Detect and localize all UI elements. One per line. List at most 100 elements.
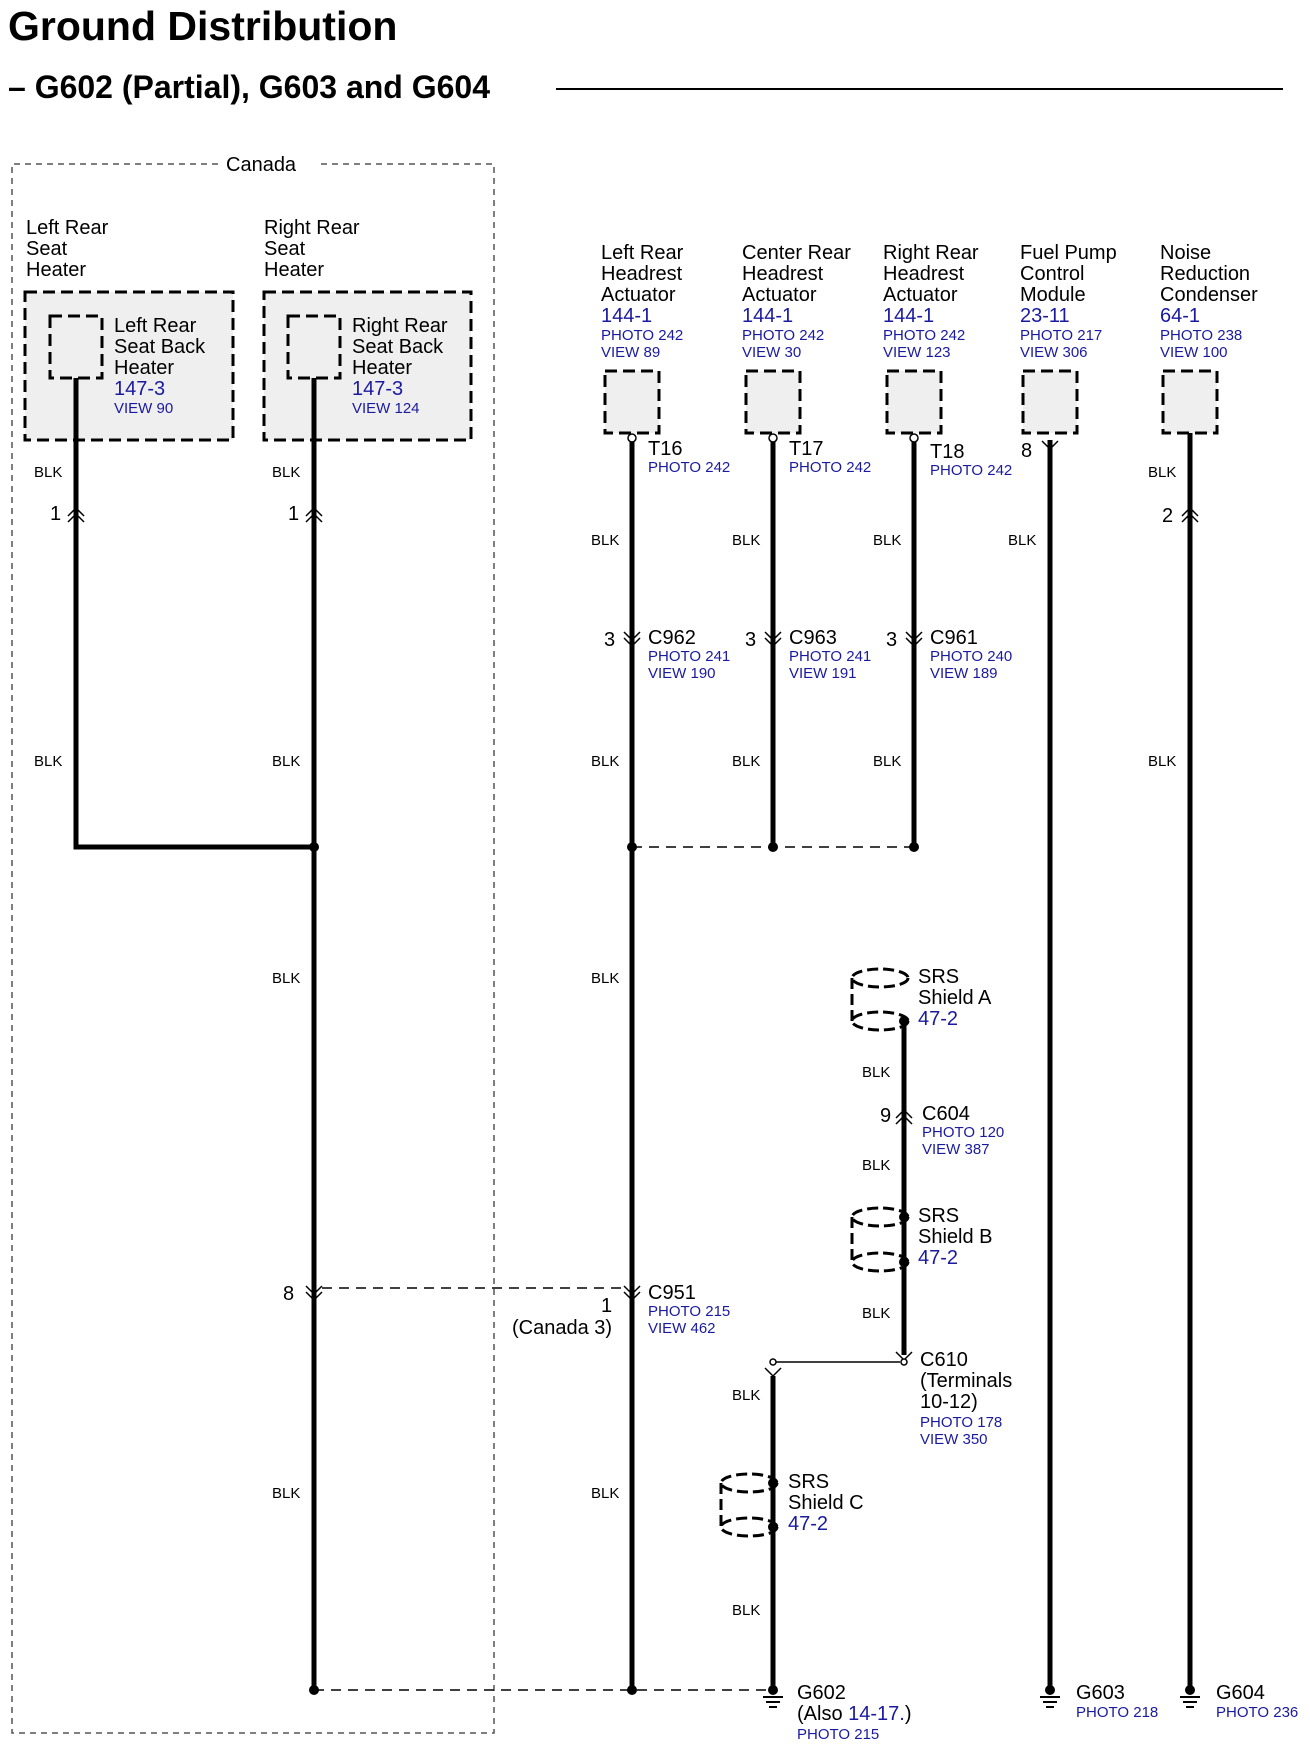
- photo-ref: PHOTO 241: [789, 648, 871, 665]
- wire-color-label: BLK: [272, 753, 300, 770]
- component-label-line: Reduction: [1160, 263, 1250, 285]
- view-ref: VIEW 462: [648, 1320, 716, 1337]
- terminal-circle: [909, 433, 919, 443]
- noise-reduction-condenser: Noise Reduction Condenser 64-1 PHOTO 238…: [1160, 242, 1258, 435]
- pin-number: 2: [1162, 505, 1173, 527]
- page-ref-link[interactable]: 147-3: [114, 378, 165, 400]
- terminal-circle: [627, 433, 637, 443]
- splice-dot: [627, 842, 637, 852]
- left-rear-seat-heater: Left Rear Seat Heater Left Rear Seat Bac…: [23, 217, 235, 442]
- ground-name: G604: [1216, 1682, 1265, 1704]
- connector-symbol: [905, 631, 923, 648]
- terminal-label: T18: [930, 441, 964, 463]
- connector-symbol: [623, 631, 641, 648]
- wire-color-label: BLK: [591, 532, 619, 549]
- group-label-line: Left Rear: [26, 217, 109, 239]
- page-ref-link[interactable]: 147-3: [352, 378, 403, 400]
- page-ref-link[interactable]: 64-1: [1160, 305, 1200, 327]
- page-ref-link[interactable]: 47-2: [918, 1247, 958, 1269]
- splice-dot: [909, 842, 919, 852]
- wire-color-label: BLK: [34, 464, 62, 481]
- photo-ref: PHOTO 241: [648, 648, 730, 665]
- photo-ref: PHOTO 242: [648, 459, 730, 476]
- view-ref: VIEW 123: [883, 344, 951, 361]
- component-label-line: Headrest: [742, 263, 824, 285]
- wire-color-label: BLK: [873, 532, 901, 549]
- wire-color-label: BLK: [591, 753, 619, 770]
- terminal-label: T16: [648, 438, 682, 460]
- page-ref-link[interactable]: 144-1: [601, 305, 652, 327]
- page-ref-link[interactable]: 144-1: [742, 305, 793, 327]
- group-label-line: Right Rear: [264, 217, 360, 239]
- srs-shield-c: SRS Shield C 47-2: [719, 1471, 864, 1538]
- wire-color-label: BLK: [873, 753, 901, 770]
- component-label-line: Noise: [1160, 242, 1211, 264]
- splice-dot: [627, 1685, 637, 1695]
- view-ref: VIEW 189: [930, 665, 998, 682]
- page-ref-link[interactable]: 47-2: [918, 1008, 958, 1030]
- wire-color-label: BLK: [591, 970, 619, 987]
- terminal-circle: [769, 1358, 777, 1366]
- pin-number: 3: [745, 629, 756, 651]
- wire-color-label: BLK: [732, 532, 760, 549]
- photo-ref: PHOTO 215: [648, 1303, 730, 1320]
- connector-symbol: [1181, 506, 1199, 523]
- page-ref-link[interactable]: 23-11: [1020, 305, 1070, 327]
- connector-symbol: [895, 1108, 913, 1125]
- component-label-line: Actuator: [742, 284, 817, 306]
- ground-symbol-icon: [1180, 1696, 1200, 1708]
- canada-region: [11, 163, 495, 1734]
- photo-ref: PHOTO 242: [601, 327, 683, 344]
- ground-symbol-icon: [1040, 1696, 1060, 1708]
- group-label-line: Heater: [264, 259, 324, 281]
- wire-color-label: BLK: [1148, 464, 1176, 481]
- heater-element: [286, 314, 342, 380]
- ground-note: (Also 14-17.): [797, 1703, 912, 1725]
- component-label-line: Seat Back: [352, 336, 444, 358]
- wire-color-label: BLK: [1008, 532, 1036, 549]
- pin-number: 8: [283, 1283, 294, 1305]
- component-box: [885, 369, 943, 435]
- photo-ref: PHOTO 242: [930, 462, 1012, 479]
- left-rear-headrest-actuator: Left Rear Headrest Actuator 144-1 PHOTO …: [601, 242, 684, 435]
- view-ref: VIEW 191: [789, 665, 857, 682]
- component-label-line: Seat Back: [114, 336, 206, 358]
- shield-name: SRS: [918, 966, 959, 988]
- page-ref-link[interactable]: 14-17.: [848, 1703, 905, 1725]
- component-label-line: Left Rear: [114, 315, 197, 337]
- right-rear-seat-heater: Right Rear Seat Heater Right Rear Seat B…: [262, 217, 473, 442]
- wire-color-label: BLK: [732, 1602, 760, 1619]
- ground-symbol-icon: [763, 1696, 783, 1708]
- canada-label: Canada: [226, 154, 297, 176]
- splice-dot: [1185, 1685, 1195, 1695]
- pin-number: 1: [601, 1295, 612, 1317]
- photo-ref: PHOTO 217: [1020, 327, 1102, 344]
- connector-note: (Terminals: [920, 1370, 1012, 1392]
- page-title: Ground Distribution: [8, 3, 397, 49]
- pin-note: (Canada 3): [512, 1317, 612, 1339]
- terminal-circle: [768, 433, 778, 443]
- heater-element: [48, 314, 104, 380]
- page-ref-link[interactable]: 144-1: [883, 305, 934, 327]
- page-ref-link[interactable]: 47-2: [788, 1513, 828, 1535]
- shield-name: SRS: [918, 1205, 959, 1227]
- component-label-line: Heater: [114, 357, 174, 379]
- view-ref: VIEW 100: [1160, 344, 1228, 361]
- wire-color-label: BLK: [272, 464, 300, 481]
- center-rear-headrest-actuator: Center Rear Headrest Actuator 144-1 PHOT…: [742, 242, 851, 435]
- terminal-label: T17: [789, 438, 823, 460]
- right-rear-headrest-actuator: Right Rear Headrest Actuator 144-1 PHOTO…: [883, 242, 979, 435]
- connector-symbol: [1041, 440, 1059, 451]
- view-ref: VIEW 124: [352, 400, 420, 417]
- wire-color-label: BLK: [272, 970, 300, 987]
- connector-name: C962: [648, 627, 696, 649]
- shield-name: SRS: [788, 1471, 829, 1493]
- splice-dot: [768, 842, 778, 852]
- photo-ref: PHOTO 218: [1076, 1704, 1158, 1721]
- component-box: [603, 369, 661, 435]
- shield-name: Shield A: [918, 987, 992, 1009]
- component-label-line: Actuator: [601, 284, 676, 306]
- pin-number: 9: [880, 1105, 891, 1127]
- component-box: [1021, 369, 1079, 435]
